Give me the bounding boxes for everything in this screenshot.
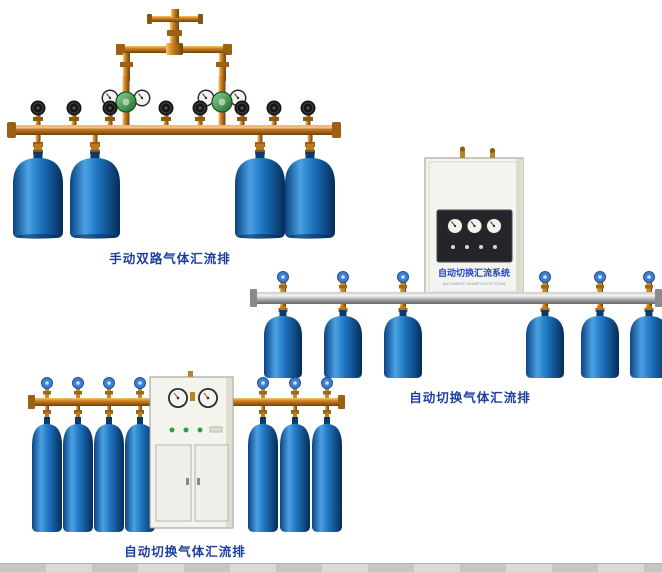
indicator-light xyxy=(169,427,175,433)
indicator-light xyxy=(197,427,203,433)
cylinder-valve-wheel xyxy=(103,377,115,399)
gas-cylinder xyxy=(63,412,93,532)
cabinet-subtitle-text: AUTOMATIC MANIFOLD SYSTEM xyxy=(443,281,506,286)
caption-auto-switch-right: 自动切换气体汇流排 xyxy=(409,391,531,405)
cylinder-valve-wheel xyxy=(72,377,84,399)
caption-auto-switch-bottom: 自动切换气体汇流排 xyxy=(124,545,246,559)
pressure-gauge xyxy=(167,387,189,409)
gas-cylinder xyxy=(526,306,564,378)
gas-cylinder xyxy=(32,412,62,532)
manifold-valve xyxy=(157,99,175,126)
pressure-gauge xyxy=(465,217,484,235)
auto-switch-manifold-right-image: 自动切换汇流系统 AUTOMATIC MANIFOLD SYSTEM xyxy=(250,146,662,378)
gas-cylinder xyxy=(280,412,310,532)
gas-cylinder xyxy=(13,144,63,239)
door-handle xyxy=(197,478,200,485)
label-plate xyxy=(209,426,223,433)
caption-manual-dual-manifold: 手动双路气体汇流排 xyxy=(109,252,231,266)
gas-cylinder xyxy=(94,412,124,532)
header-elbow-right xyxy=(223,44,232,55)
cylinder-valve-wheel xyxy=(539,271,551,293)
manifold-valve xyxy=(65,99,83,126)
indicator-light xyxy=(493,245,497,249)
cylinder-valve-wheel xyxy=(337,271,349,293)
gas-cylinder xyxy=(70,144,120,239)
auto-switch-manifold-bottom-image xyxy=(28,371,345,532)
manifold-valve xyxy=(233,99,251,126)
cabinet-door-right xyxy=(194,444,229,522)
gas-cylinder xyxy=(324,306,362,378)
pressure-gauge xyxy=(485,217,503,235)
inlet-tee-assembly xyxy=(147,9,203,48)
gas-cylinder xyxy=(264,306,302,378)
indicator-light xyxy=(479,245,483,249)
gas-cylinder xyxy=(248,412,278,532)
cylinder-valve-wheel xyxy=(289,377,301,399)
manifold-pipe xyxy=(7,122,341,138)
cylinder-valve-wheel xyxy=(594,271,606,293)
gas-cylinder xyxy=(312,412,342,532)
control-cabinet: 自动切换汇流系统 AUTOMATIC MANIFOLD SYSTEM xyxy=(424,146,524,297)
header-tee-center xyxy=(166,43,183,55)
manifold-valve xyxy=(101,99,119,126)
door-handle xyxy=(186,478,189,485)
switchover-cabinet xyxy=(149,371,234,529)
manifold-valve xyxy=(191,99,209,126)
drop-pipes xyxy=(120,53,229,81)
cabinet-title-text: 自动切换汇流系统 xyxy=(438,267,510,278)
manifold-valve xyxy=(265,99,283,126)
cylinder-valve-wheel xyxy=(277,271,289,293)
manifold-valve xyxy=(29,99,47,126)
cylinder-valve-wheel xyxy=(321,377,333,399)
manual-dual-manifold-image xyxy=(7,9,341,239)
gas-cylinder xyxy=(581,306,619,378)
gas-cylinder xyxy=(384,306,422,378)
cabinet-door-left xyxy=(155,444,192,522)
cylinder-valve-wheel xyxy=(41,377,53,399)
pressure-gauge xyxy=(197,387,219,409)
cylinder-valve-wheel xyxy=(257,377,269,399)
cylinder-valve-wheel xyxy=(643,271,655,293)
manifold-valve xyxy=(299,99,317,126)
cylinder-valve-wheel xyxy=(134,377,146,399)
header-elbow-left xyxy=(116,44,125,55)
manifold-pipe xyxy=(250,289,662,307)
bottom-edge-strip xyxy=(0,563,662,572)
manifold-pipe xyxy=(28,395,345,409)
indicator-light xyxy=(451,245,455,249)
gas-cylinder xyxy=(630,306,662,378)
indicator-light xyxy=(465,245,469,249)
cylinder-valve-wheel xyxy=(397,271,409,293)
pressure-gauge xyxy=(446,217,464,235)
indicator-light xyxy=(183,427,189,433)
